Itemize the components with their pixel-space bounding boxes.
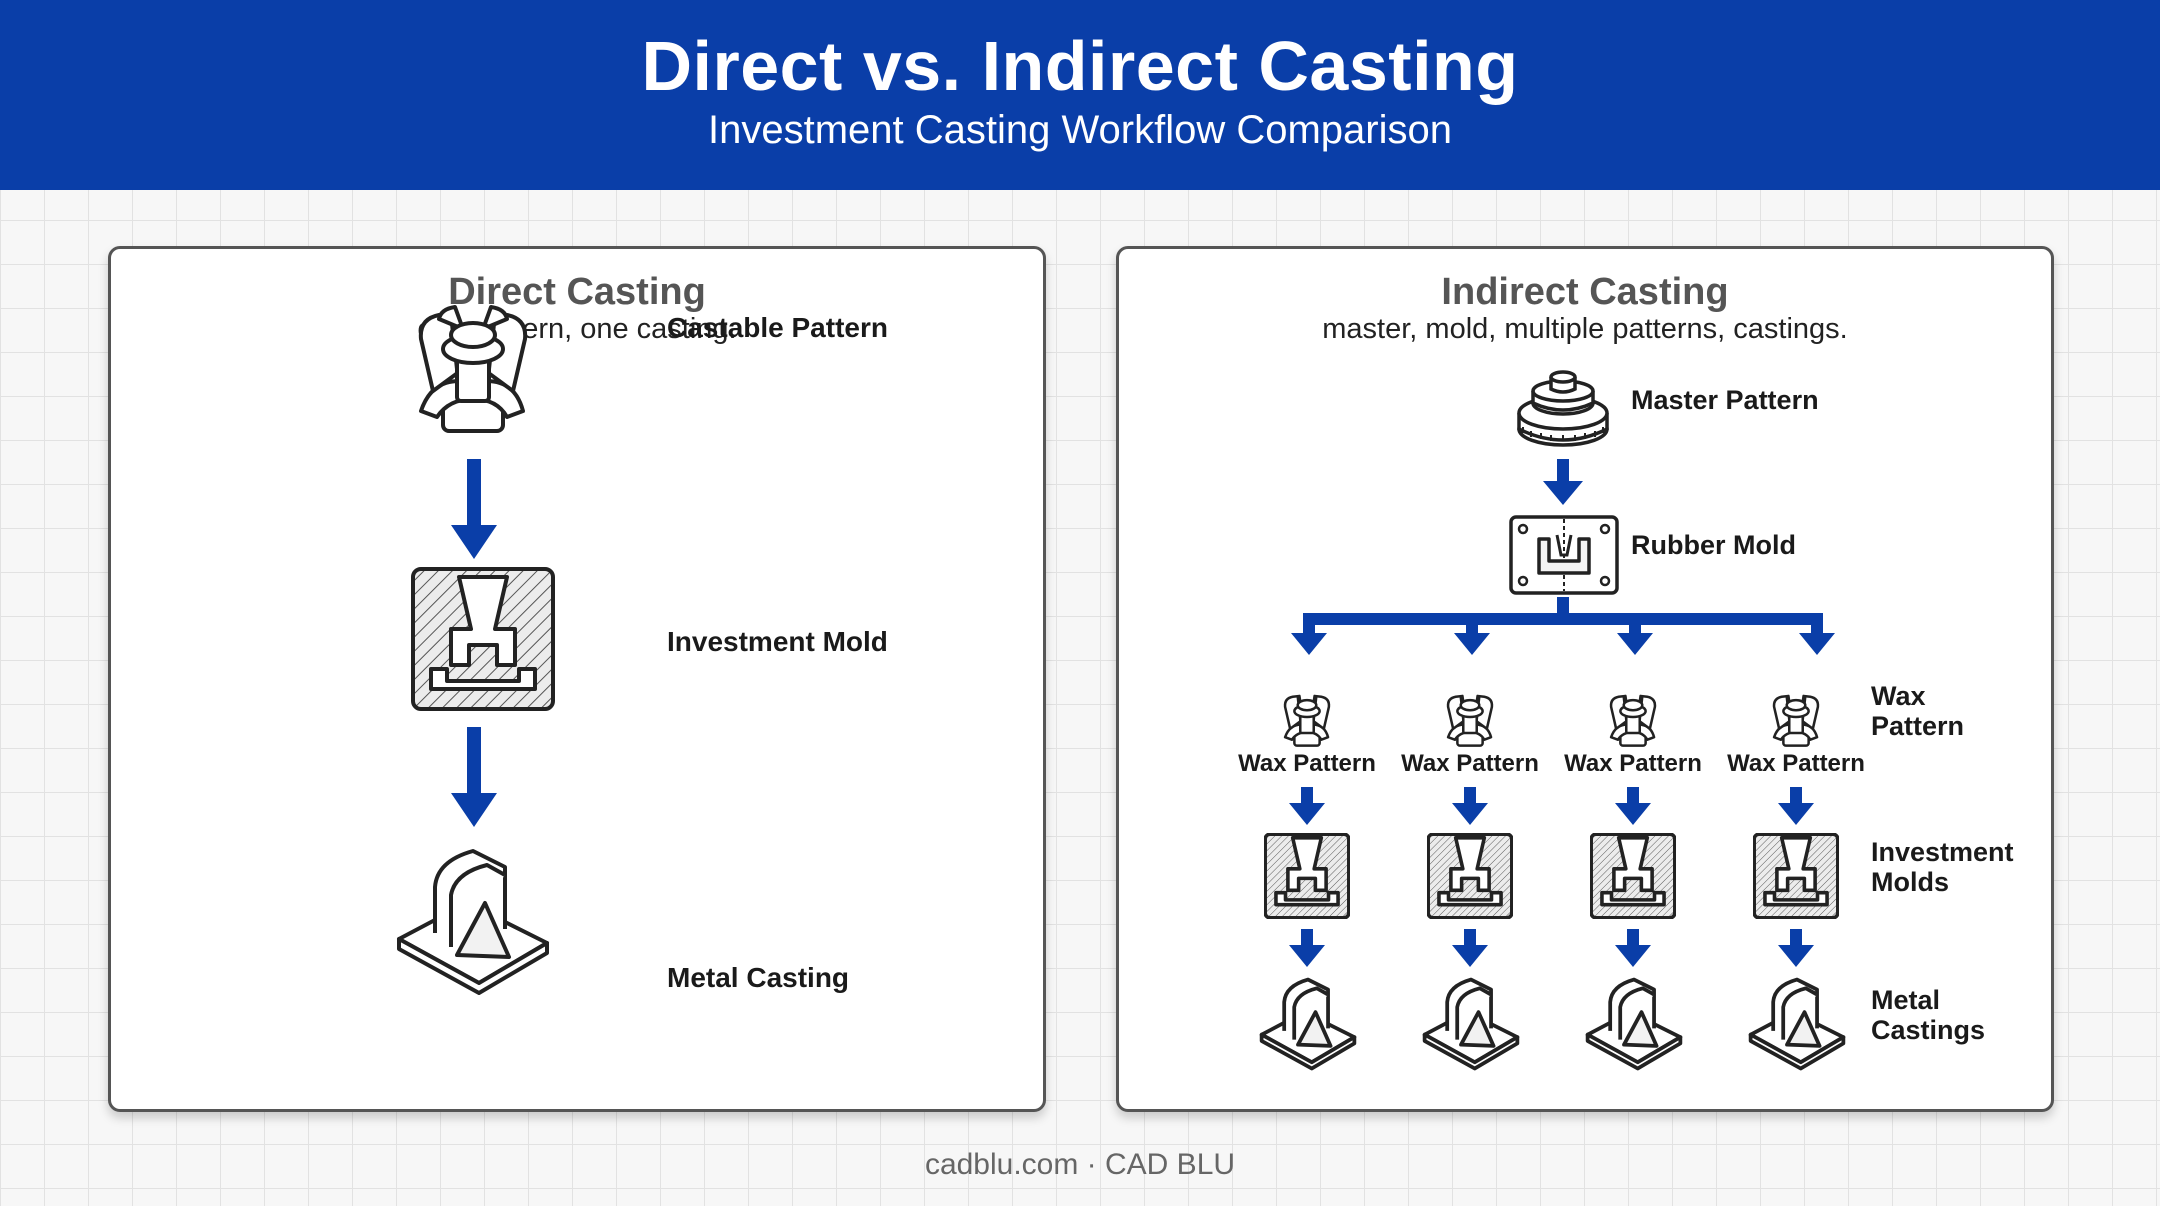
investment-mold-icon xyxy=(1590,833,1676,919)
wax-pattern-label: Wax Pattern xyxy=(1401,750,1539,777)
castable-pattern-icon xyxy=(418,305,528,433)
footer-credit: cadblu.com · CAD BLU xyxy=(924,1148,1236,1181)
wax-pattern-side-label-line2: Pattern xyxy=(1871,711,1964,741)
investment-molds-side-label-line1: Investment xyxy=(1871,837,2014,867)
direct-arrow-1 xyxy=(451,459,497,559)
direct-arrow-2 xyxy=(451,727,497,827)
page-title: Direct vs. Indirect Casting xyxy=(641,27,1519,105)
direct-casting-panel: Direct Casting one pattern, one casting.… xyxy=(108,246,1046,1112)
metal-casting-label: Metal Casting xyxy=(667,962,849,993)
direct-flow-diagram: Castable Pattern Investment Mold Metal C… xyxy=(397,305,888,995)
wax-pattern-icon xyxy=(1446,694,1494,748)
investment-mold-label: Investment Mold xyxy=(667,626,888,657)
investment-mold-icon xyxy=(1264,833,1350,919)
wax-pattern-label: Wax Pattern xyxy=(1238,750,1376,777)
investment-molds-side-label-line2: Molds xyxy=(1871,867,1949,897)
header-banner: Direct vs. Indirect Casting Investment C… xyxy=(0,0,2160,190)
wax-pattern-side-label-line1: Wax xyxy=(1871,681,1926,711)
indirect-casting-panel: Indirect Casting master, mold, multiple … xyxy=(1116,246,2054,1112)
metal-castings-side-label-line2: Castings xyxy=(1871,1015,1985,1045)
master-pattern-label: Master Pattern xyxy=(1631,385,1819,415)
indirect-casting-subtitle: master, mold, multiple patterns, casting… xyxy=(1322,313,1848,345)
wax-pattern-icon xyxy=(1772,694,1820,748)
metal-casting-icon xyxy=(1748,977,1846,1071)
wax-to-mold-arrows xyxy=(1289,787,1814,825)
wax-pattern-icon xyxy=(1609,694,1657,748)
metal-casting-icon xyxy=(397,849,549,995)
metal-casting-icon xyxy=(1585,977,1683,1071)
indirect-flow-diagram: Master Pattern Rubber Mold xyxy=(1238,370,2014,1071)
wax-pattern-icon xyxy=(1283,694,1331,748)
metal-casting-icon xyxy=(1259,977,1357,1071)
rubber-mold-icon xyxy=(1509,515,1619,595)
wax-pattern-label: Wax Pattern xyxy=(1564,750,1702,777)
mold-to-casting-arrows xyxy=(1289,929,1814,967)
castable-pattern-label: Castable Pattern xyxy=(667,312,888,343)
investment-mold-icon xyxy=(411,567,555,711)
investment-mold-icon xyxy=(1753,833,1839,919)
wax-pattern-label: Wax Pattern xyxy=(1727,750,1865,777)
rubber-mold-label: Rubber Mold xyxy=(1631,530,1796,560)
investment-mold-icon xyxy=(1427,833,1513,919)
metal-casting-icon xyxy=(1422,977,1520,1071)
metal-castings-side-label-line1: Metal xyxy=(1871,985,1940,1015)
indirect-casting-title: Indirect Casting xyxy=(1441,271,1729,313)
distribution-lines xyxy=(1291,597,1835,655)
master-to-rubber-arrow xyxy=(1543,459,1583,505)
page-subtitle: Investment Casting Workflow Comparison xyxy=(708,108,1452,152)
master-pattern-icon xyxy=(1517,370,1609,447)
